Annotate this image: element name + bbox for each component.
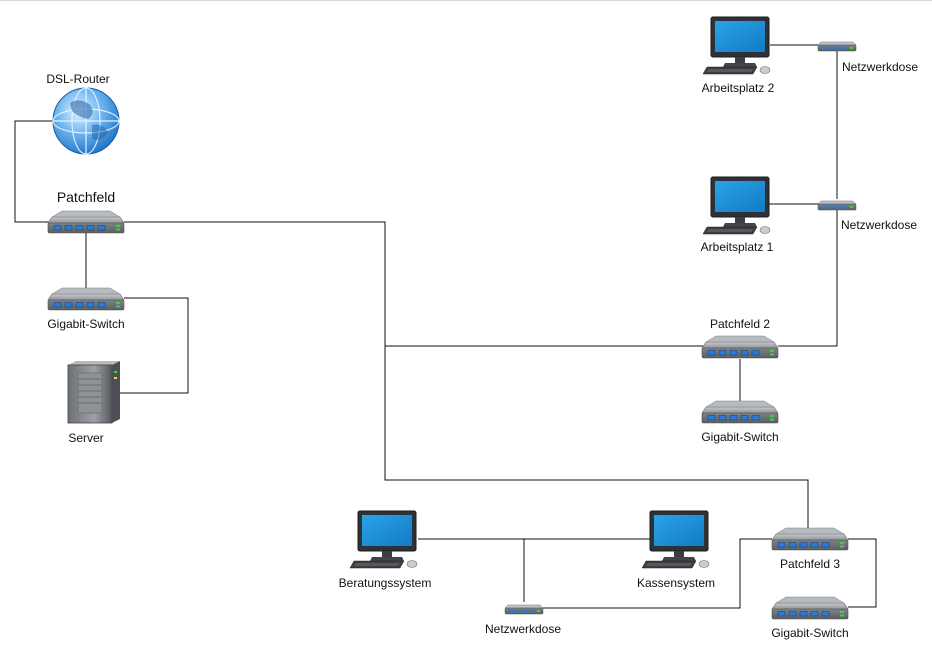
gigabit-switch-3-label: Gigabit-Switch — [771, 626, 848, 640]
gigabit-switch-2-label: Gigabit-Switch — [701, 430, 778, 444]
arbeitsplatz-1-label: Arbeitsplatz 1 — [701, 240, 774, 254]
beratungssystem-label: Beratungssystem — [339, 576, 432, 590]
arbeitsplatz-2[interactable]: Arbeitsplatz 2 — [702, 16, 775, 95]
beratungssystem[interactable]: Beratungssystem — [339, 510, 432, 590]
arbeitsplatz-2-label: Arbeitsplatz 2 — [702, 81, 775, 95]
netzwerkdose-2[interactable]: Netzwerkdose — [817, 200, 917, 232]
wire-patchfeld3-switch3 — [848, 538, 877, 608]
desktop-computer-icon — [641, 510, 710, 569]
switch-icon — [701, 335, 779, 359]
kassensystem[interactable]: Kassensystem — [637, 510, 715, 590]
gigabit-switch-2[interactable]: Gigabit-Switch — [701, 400, 779, 444]
network-socket-icon — [504, 604, 544, 615]
netzwerkdose-1-label: Netzwerkdose — [842, 60, 918, 74]
gigabit-switch-1-label: Gigabit-Switch — [47, 317, 124, 331]
patchfeld-2-label: Patchfeld 2 — [710, 317, 770, 331]
switch-icon — [771, 596, 849, 620]
network-socket-icon — [817, 200, 857, 211]
wire-switch1-server — [106, 297, 189, 394]
wire-patchfeld3-dose3 — [543, 538, 772, 609]
netzwerkdose-3[interactable]: Netzwerkdose — [485, 604, 561, 636]
switch-icon — [771, 527, 849, 551]
wire-patchfeld2-dose2 — [778, 210, 838, 347]
server[interactable]: Server — [67, 361, 120, 445]
desktop-computer-icon — [702, 16, 771, 75]
gigabit-switch-1[interactable]: Gigabit-Switch — [47, 287, 125, 331]
arbeitsplatz-1[interactable]: Arbeitsplatz 1 — [701, 176, 774, 254]
desktop-computer-icon — [349, 510, 418, 569]
patchfeld-2[interactable]: Patchfeld 2 — [701, 317, 779, 359]
patchfeld-3[interactable]: Patchfeld 3 — [771, 527, 849, 571]
netzwerkdose-3-label: Netzwerkdose — [485, 622, 561, 636]
netzwerkdose-1[interactable]: Netzwerkdose — [817, 41, 918, 74]
desktop-computer-icon — [702, 176, 771, 235]
switch-icon — [701, 400, 779, 424]
gigabit-switch-3[interactable]: Gigabit-Switch — [771, 596, 849, 640]
patchfeld[interactable]: Patchfeld — [47, 189, 125, 234]
server-tower-icon — [67, 361, 120, 424]
globe-icon — [52, 87, 120, 155]
wire-router-patchfeld — [14, 120, 55, 223]
kassensystem-label: Kassensystem — [637, 576, 715, 590]
netzwerkdose-2-label: Netzwerkdose — [841, 218, 917, 232]
dsl-router-label: DSL-Router — [46, 72, 109, 86]
switch-icon — [47, 287, 125, 311]
patchfeld-3-label: Patchfeld 3 — [780, 557, 840, 571]
switch-icon — [47, 210, 125, 234]
patchfeld-label: Patchfeld — [57, 189, 115, 205]
server-label: Server — [68, 431, 103, 445]
network-socket-icon — [817, 41, 857, 52]
wire-trunk — [124, 221, 809, 529]
dsl-router[interactable]: DSL-Router — [46, 72, 120, 155]
connection-lines — [14, 44, 877, 609]
